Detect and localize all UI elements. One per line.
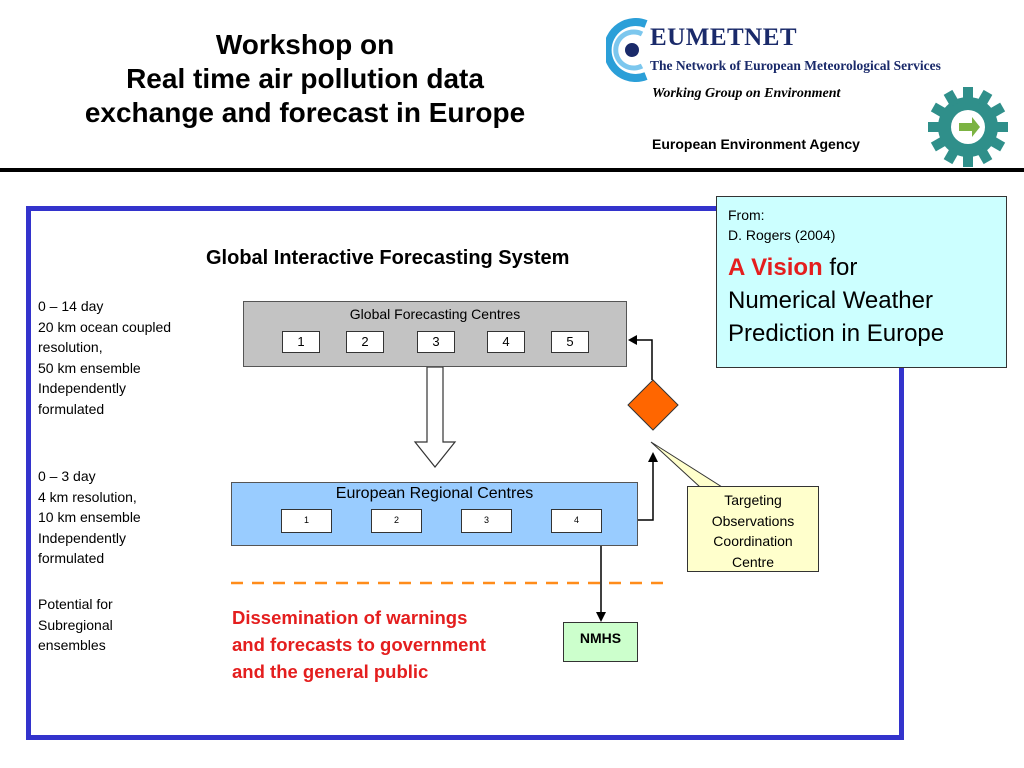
note-line: 0 – 3 day — [38, 468, 96, 484]
targeting-line: Targeting — [724, 492, 782, 508]
callout-pointer — [650, 441, 724, 488]
eea-gear-icon — [928, 87, 1008, 167]
gfc-box: 2 — [346, 331, 384, 353]
vision-rest-line: Numerical Weather — [728, 287, 933, 314]
targeting-observations-box: Targeting Observations Coordination Cent… — [687, 486, 819, 572]
note-line: 4 km resolution, — [38, 488, 137, 505]
note-regional: 0 – 3 day 4 km resolution, 10 km ensembl… — [38, 466, 141, 569]
gfc-box: 3 — [417, 331, 455, 353]
targeting-line: Centre — [731, 553, 775, 570]
arrowhead — [596, 612, 606, 622]
erc-box: 1 — [281, 509, 332, 533]
vision-from-line: D. Rogers (2004) — [728, 227, 836, 243]
working-group: Working Group on Environment — [652, 86, 841, 101]
diagram-frame — [26, 206, 904, 740]
note-global: 0 – 14 day 20 km ocean coupled resolutio… — [38, 296, 171, 419]
nmhs-box: NMHS — [563, 622, 638, 662]
arrow-diamond-to-gfc — [634, 339, 653, 380]
title-line: Workshop on — [215, 29, 395, 60]
note-line: Potential for — [38, 596, 113, 612]
vision-source: From: D. Rogers (2004) — [728, 205, 1006, 245]
note-line: ensembles — [38, 637, 106, 653]
note-line: 0 – 14 day — [38, 298, 104, 314]
gfc-box: 4 — [487, 331, 525, 353]
european-regional-centres: European Regional Centres 1 2 3 4 — [231, 482, 638, 546]
note-line: formulated — [38, 400, 105, 417]
logo-text: EUMETNET The Network of European Meteoro… — [650, 24, 941, 74]
note-line: Independently — [38, 529, 126, 546]
diagram-title: Global Interactive Forecasting System — [206, 247, 570, 269]
arrowhead — [628, 335, 637, 345]
targeting-line: Observations — [711, 512, 795, 529]
vision-from-line: From: — [728, 207, 765, 223]
erc-box: 3 — [461, 509, 512, 533]
title-line: exchange and forecast in Europe — [84, 97, 526, 128]
dissemination-line: Dissemination of warnings — [232, 607, 468, 628]
slide-title: Workshop on Real time air pollution data… — [20, 28, 590, 130]
vision-box: From: D. Rogers (2004) A Vision for Nume… — [716, 196, 1007, 368]
gfc-label: Global Forecasting Centres — [349, 306, 521, 322]
logo-subtitle: The Network of European Meteorological S… — [650, 58, 941, 73]
note-line: Subregional — [38, 616, 113, 633]
arrowhead — [648, 452, 658, 462]
dissemination-line: and the general public — [232, 661, 429, 682]
vision-highlight: A Vision — [728, 254, 823, 281]
logo-name: EUMETNET — [650, 24, 798, 51]
targeting-line: Coordination — [713, 533, 793, 549]
dissemination-line: and forecasts to government — [232, 634, 486, 655]
note-line: 50 km ensemble — [38, 359, 141, 376]
eumetnet-logo-icon — [606, 18, 648, 82]
note-line: 20 km ocean coupled — [38, 318, 172, 335]
erc-box: 2 — [371, 509, 422, 533]
agency-name: European Environment Agency — [652, 136, 860, 152]
header-rule — [0, 168, 1024, 172]
vision-rest-line: Prediction in Europe — [728, 320, 945, 347]
decision-diamond — [627, 379, 679, 431]
arrow-erc-to-diamond — [638, 460, 654, 521]
note-line: 10 km ensemble — [38, 509, 141, 525]
vision-statement: A Vision for Numerical Weather Predictio… — [728, 251, 1006, 350]
erc-label: European Regional Centres — [335, 485, 534, 502]
vision-rest: for — [822, 254, 858, 281]
note-line: formulated — [38, 550, 105, 566]
note-line: Independently — [38, 380, 126, 396]
dissemination-text: Dissemination of warnings and forecasts … — [232, 604, 486, 685]
erc-box: 4 — [551, 509, 602, 533]
gfc-box: 1 — [282, 331, 320, 353]
title-line: Real time air pollution data — [126, 63, 484, 94]
global-forecasting-centres: Global Forecasting Centres 1 2 3 4 5 — [243, 301, 627, 367]
gfc-box: 5 — [551, 331, 589, 353]
note-line: resolution, — [38, 339, 103, 355]
note-subregional: Potential for Subregional ensembles — [38, 594, 113, 656]
down-arrow — [413, 366, 457, 468]
